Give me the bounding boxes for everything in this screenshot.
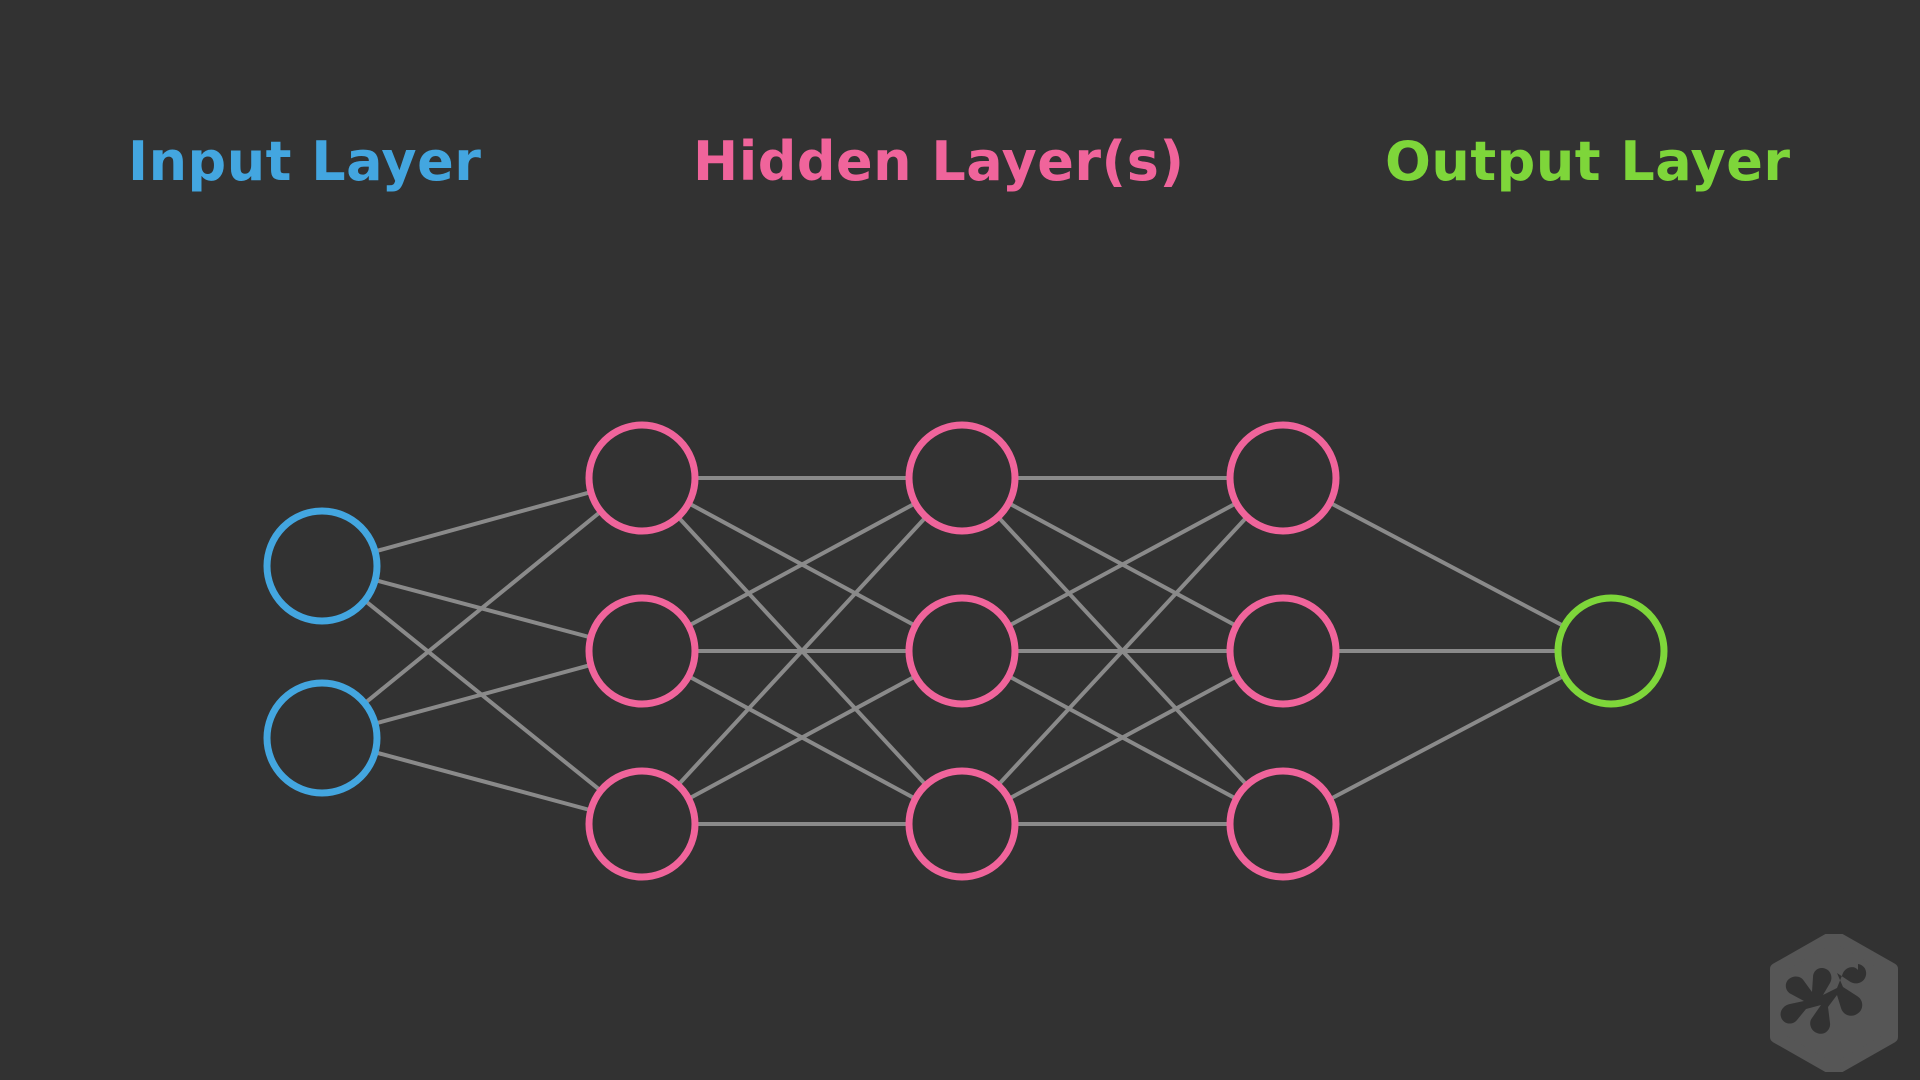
connection-edge [996, 514, 1249, 788]
network-node-h3_2[interactable] [1226, 594, 1340, 708]
connection-edge [373, 750, 593, 813]
connection-edge [675, 514, 929, 788]
network-node-h1_3[interactable] [585, 767, 699, 881]
network-node-h2_2[interactable] [905, 594, 1019, 708]
connection-edge [686, 501, 918, 628]
connection-edge [1327, 500, 1567, 629]
connection-edge [373, 662, 593, 726]
network-nodes [263, 421, 1668, 881]
network-node-h1_2[interactable] [585, 594, 699, 708]
hidden-layer-label: Hidden Layer(s) [693, 130, 1185, 193]
connection-edge [373, 490, 593, 554]
network-node-h2_3[interactable] [905, 767, 1019, 881]
connection-edge [686, 674, 918, 801]
hexagon-neuron-logo-icon [1770, 934, 1898, 1072]
connection-edge [362, 509, 603, 706]
connection-edge [1006, 501, 1239, 628]
input-layer-label: Input Layer [128, 130, 482, 193]
connection-edges [362, 476, 1567, 826]
network-node-h2_1[interactable] [905, 421, 1019, 535]
network-node-h1_1[interactable] [585, 421, 699, 535]
network-node-i2[interactable] [263, 679, 381, 797]
connection-edge [1327, 673, 1567, 802]
output-layer-label: Output Layer [1385, 130, 1791, 193]
network-node-o1[interactable] [1554, 594, 1668, 708]
network-node-h3_3[interactable] [1226, 767, 1340, 881]
connection-edge [1006, 674, 1239, 801]
network-node-i1[interactable] [263, 507, 381, 625]
network-node-h3_1[interactable] [1226, 421, 1340, 535]
